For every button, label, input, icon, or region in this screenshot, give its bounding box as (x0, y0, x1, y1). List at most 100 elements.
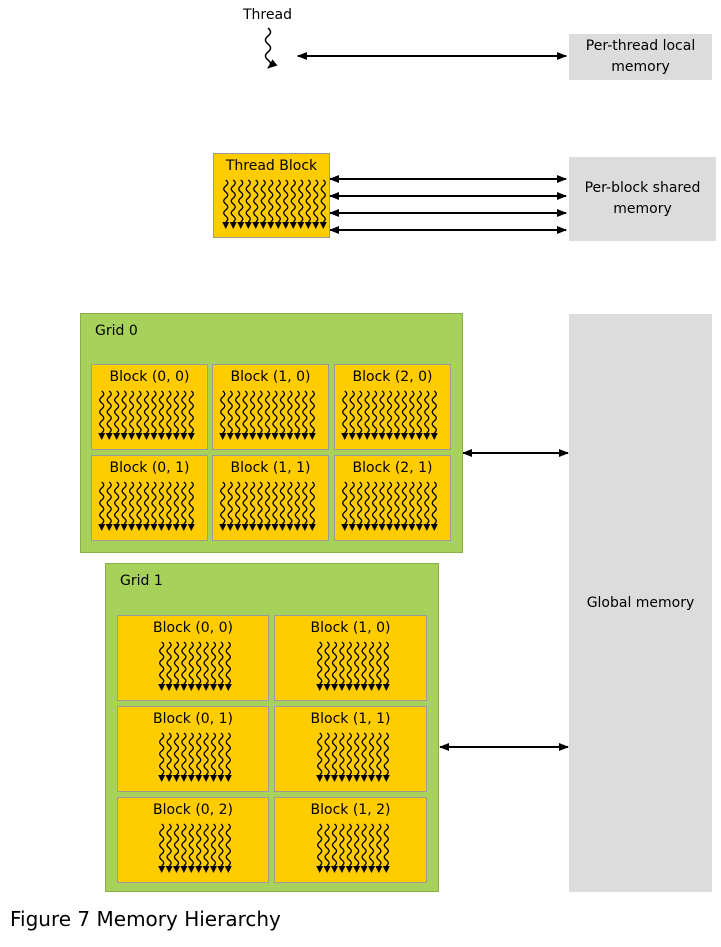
thread-icon (158, 823, 166, 873)
thread-icon (195, 732, 203, 782)
thread-icon (241, 481, 249, 531)
thread-icon (297, 179, 305, 229)
grid0-block: Block (1, 0) (212, 364, 329, 450)
thread-icon (423, 390, 431, 440)
thread-icon (244, 179, 252, 229)
thread-icon (408, 481, 416, 531)
thread-icon (378, 390, 386, 440)
thread-icon (319, 179, 327, 229)
block-label: Block (2, 1) (352, 460, 433, 476)
thread-icon (195, 823, 203, 873)
per-thread-local-memory: Per-thread local memory (569, 34, 712, 80)
thread-icon (98, 481, 106, 531)
grid-0: Grid 0 Block (0, 0) Block (1, 0) Block (… (80, 313, 463, 553)
thread-icon (363, 390, 371, 440)
thread-icon (382, 732, 390, 782)
thread-icon (286, 481, 294, 531)
block-label: Block (0, 2) (153, 802, 233, 818)
thread-icon (271, 390, 279, 440)
thread-icon (278, 390, 286, 440)
thread-icon (341, 481, 349, 531)
block-label: Block (0, 0) (109, 369, 190, 385)
thread-icon (143, 481, 150, 531)
grid1-block: Block (0, 1) (117, 706, 269, 792)
thread-icon (113, 481, 121, 531)
thread-icon (128, 390, 136, 440)
thread-icon (356, 481, 364, 531)
threads-icon (316, 732, 390, 782)
thread-icon (135, 481, 143, 531)
thread-icon (202, 732, 210, 782)
grid1-block: Block (1, 0) (274, 615, 427, 701)
thread-icon (308, 390, 316, 440)
thread-icon (180, 641, 188, 691)
thread-icon (293, 390, 301, 440)
thread-icon (105, 481, 113, 531)
grid0-block: Block (0, 0) (91, 364, 208, 450)
thread-icon (135, 390, 143, 440)
thread-icon (202, 823, 210, 873)
block-label: Block (0, 0) (153, 620, 233, 636)
thread-icon (264, 390, 271, 440)
thread-icon (360, 641, 368, 691)
threads-icon (158, 641, 232, 691)
block-label: Block (0, 1) (153, 711, 233, 727)
local-memory-line2: memory (611, 59, 670, 75)
thread-icon (345, 823, 353, 873)
thread-icon (382, 823, 390, 873)
thread-icon (219, 390, 227, 440)
thread-icon (331, 823, 338, 873)
thread-icon (331, 732, 338, 782)
thread-icon (128, 481, 136, 531)
thread-icon (356, 390, 364, 440)
thread-icon (282, 179, 290, 229)
block-label: Block (1, 2) (310, 802, 391, 818)
thread-icon (274, 179, 282, 229)
thread-icon (341, 390, 349, 440)
block-label: Block (1, 1) (310, 711, 391, 727)
grid1-block: Block (1, 1) (274, 706, 427, 792)
thread-block-label: Thread Block (225, 158, 318, 174)
thread-icon (210, 641, 217, 691)
thread-icon (105, 390, 113, 440)
thread-icon (259, 179, 267, 229)
thread-icon (363, 481, 371, 531)
grid1-block: Block (0, 0) (117, 615, 269, 701)
thread-icon (316, 823, 324, 873)
thread-icon (217, 641, 225, 691)
thread-icon (226, 390, 234, 440)
global-memory: Global memory (569, 314, 712, 892)
thread-icon (316, 732, 324, 782)
threads-icon (158, 823, 232, 873)
thread-icon (234, 481, 242, 531)
thread-icon (430, 390, 438, 440)
thread-icon (423, 481, 431, 531)
thread-icon (360, 732, 368, 782)
thread-icon (415, 481, 423, 531)
grid0-block: Block (2, 0) (334, 364, 451, 450)
thread-icon (219, 481, 227, 531)
thread-label: Thread (243, 7, 292, 23)
grid0-block: Block (0, 1) (91, 455, 208, 541)
thread-icon (173, 732, 180, 782)
thread-icon (157, 390, 165, 440)
threads-icon (219, 390, 316, 440)
thread-icon (165, 823, 173, 873)
thread-icon (368, 641, 375, 691)
thread-icon (301, 481, 309, 531)
thread-icon (430, 481, 438, 531)
thread-icon (368, 732, 375, 782)
thread-icon (264, 481, 271, 531)
thread-icon (187, 823, 195, 873)
thread-icon (256, 481, 264, 531)
threads-icon (316, 823, 390, 873)
threads-icon (341, 390, 438, 440)
figure-caption: Figure 7 Memory Hierarchy (10, 907, 281, 931)
thread-icon (234, 390, 242, 440)
thread-icon (353, 732, 361, 782)
thread-icon (249, 481, 257, 531)
thread-icon (386, 390, 393, 440)
thread-icon (158, 732, 166, 782)
thread-icon (386, 481, 393, 531)
